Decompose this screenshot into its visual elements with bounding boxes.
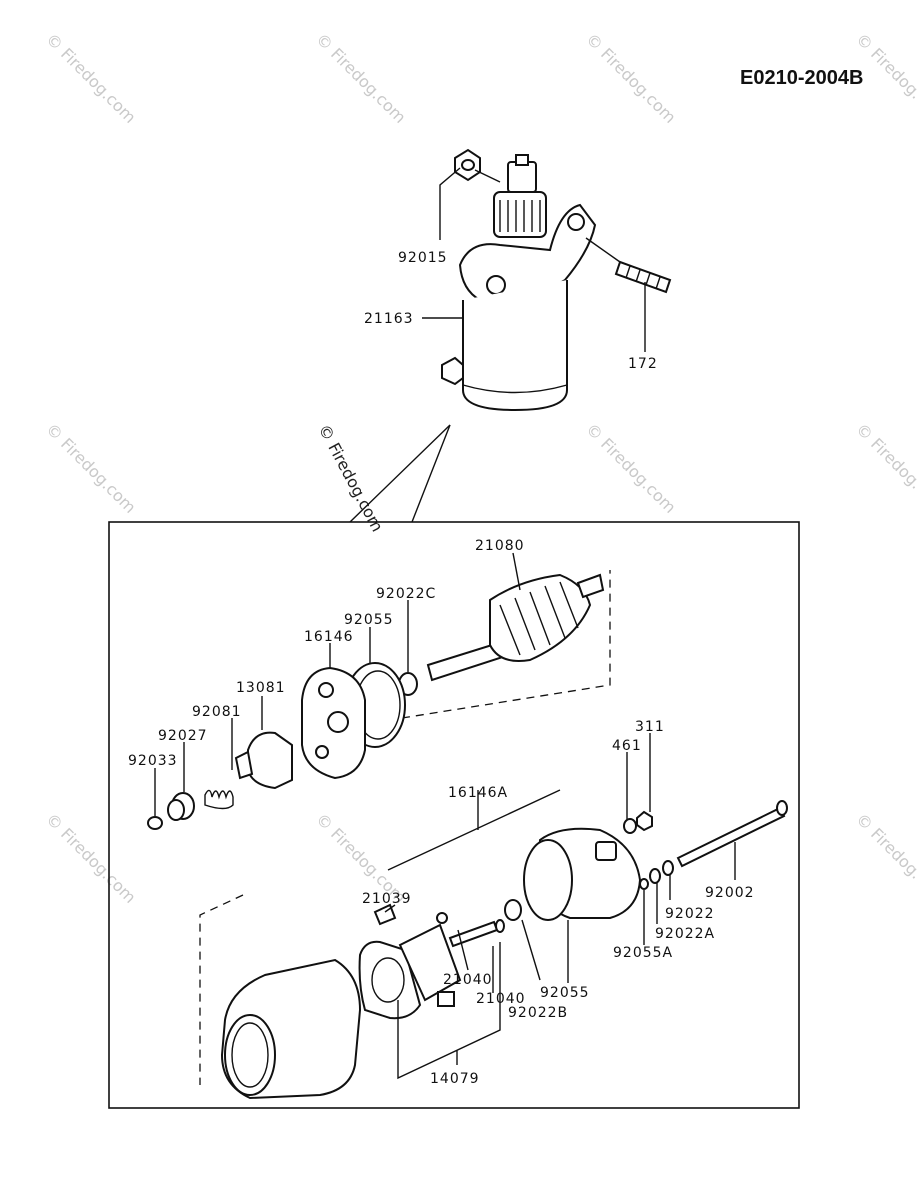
stud-172: [614, 260, 672, 294]
callout-14079: 14079: [430, 1071, 480, 1087]
watermark: © Firedog.com: [42, 809, 140, 907]
yoke-housing: [220, 958, 362, 1100]
callout-16146: 16146: [304, 629, 354, 645]
callout-21163: 21163: [364, 311, 414, 327]
callout-92022a: 92022A: [655, 926, 715, 942]
leader-lines-lower: [384, 842, 736, 993]
callout-92015: 92015: [398, 250, 448, 266]
callout-16146a: 16146A: [448, 785, 508, 801]
callout-92055-bot: 92055: [540, 985, 590, 1001]
callout-92055a: 92055A: [613, 945, 673, 961]
callout-13081: 13081: [236, 680, 286, 696]
collar-92027: [167, 792, 195, 821]
diagram-code: E0210-2004B: [740, 67, 863, 89]
spring-92081: [204, 789, 234, 810]
pinion-gear: [493, 191, 547, 238]
callout-21040-b: 21040: [476, 991, 526, 1007]
callout-461: 461: [612, 738, 642, 754]
watermark: © Firedog.com: [312, 29, 410, 127]
callout-92002: 92002: [705, 885, 755, 901]
motor-body: [462, 280, 568, 412]
starter-motor-assembly: [441, 148, 672, 412]
callout-92022b: 92022B: [508, 1005, 568, 1021]
end-cap-92055: [523, 839, 573, 921]
callout-311: 311: [635, 719, 665, 735]
bracket-14079: [397, 942, 501, 1080]
washer-92022b: [504, 899, 522, 921]
bracket-16146a: [387, 789, 561, 871]
leader-lines-top: [349, 167, 646, 523]
callout-92081: 92081: [192, 704, 242, 720]
washer-92022a: [649, 868, 661, 884]
brush-holder: [358, 912, 462, 1020]
brush-21039: [373, 903, 397, 926]
circlip-92033: [147, 816, 163, 830]
terminal-post: [441, 356, 464, 386]
nut-311: [636, 810, 653, 832]
watermark: © Firedog.com: [42, 419, 140, 517]
callout-92022: 92022: [665, 906, 715, 922]
housing-16146: [301, 666, 366, 780]
callout-21080: 21080: [475, 538, 525, 554]
watermark: © Firedog.com: [314, 421, 387, 535]
through-bolt-92002: [676, 800, 788, 868]
bolts-21040: [448, 919, 505, 948]
watermark: © Firedog.com: [852, 809, 917, 907]
yoke-region: [199, 894, 244, 1085]
washer-92055a: [639, 878, 649, 890]
armature-region: [401, 570, 611, 719]
washer-92022: [662, 860, 674, 876]
callout-92055-top: 92055: [344, 612, 394, 628]
watermark: © Firedog.com: [582, 419, 680, 517]
leader-lines-mid: [154, 552, 651, 820]
armature-21080: [426, 573, 605, 682]
callout-92033: 92033: [128, 753, 178, 769]
callout-92022c: 92022C: [376, 586, 436, 602]
callout-172: 172: [628, 356, 658, 372]
callout-92027: 92027: [158, 728, 208, 744]
clutch-13081: [234, 731, 293, 790]
watermark: © Firedog.com: [42, 29, 140, 127]
washer-461: [623, 818, 637, 834]
callout-21040-a: 21040: [443, 972, 493, 988]
watermark: © Firedog.com: [852, 419, 917, 517]
watermark: © Firedog.com: [582, 29, 680, 127]
pinion-shaft: [507, 161, 537, 193]
callout-21039: 21039: [362, 891, 412, 907]
exploded-view-frame: [108, 521, 800, 1109]
